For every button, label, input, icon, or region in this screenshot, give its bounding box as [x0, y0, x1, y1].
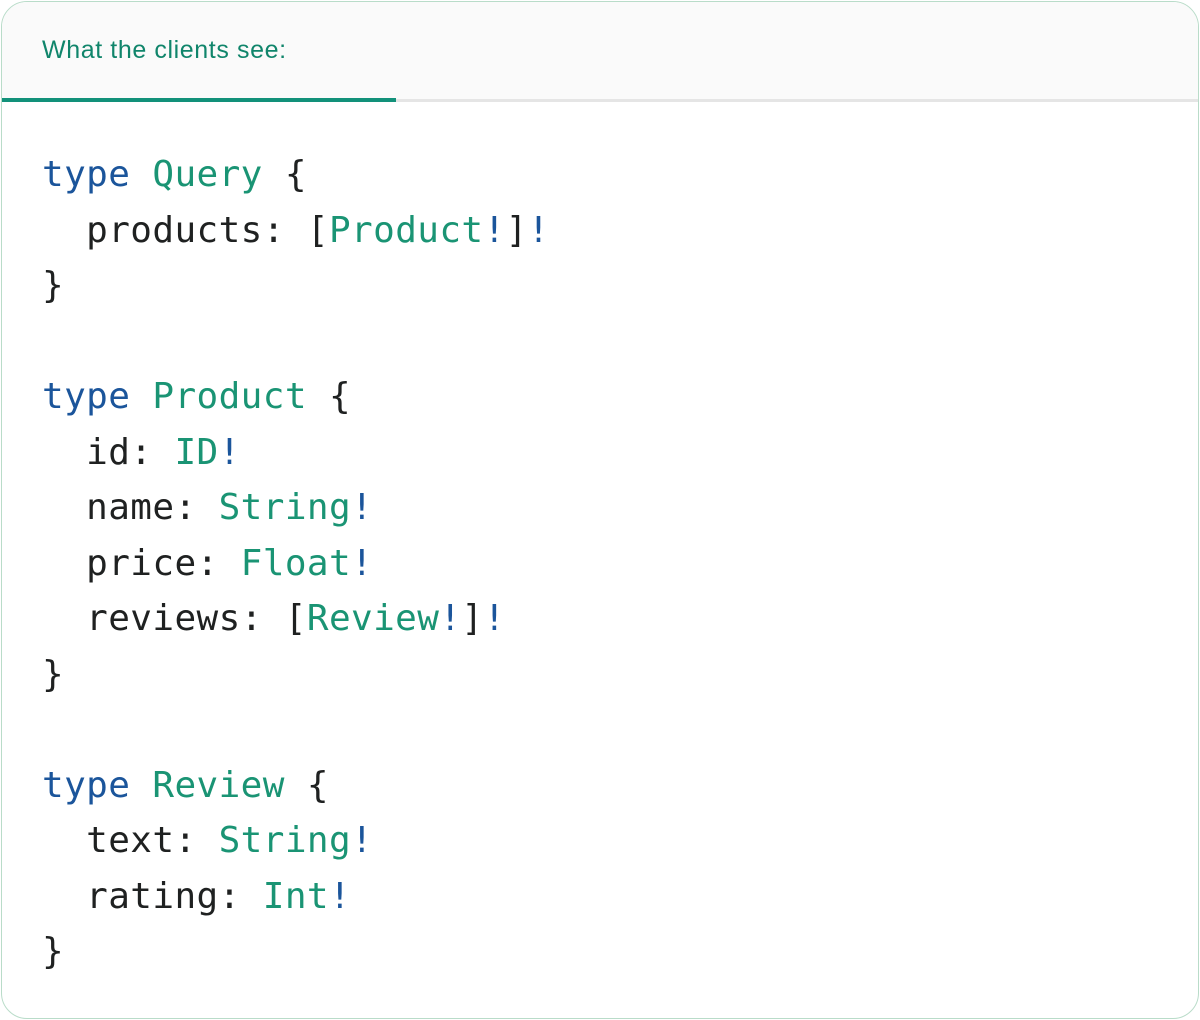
tab-label: What the clients see:	[42, 36, 287, 64]
code-token: !	[351, 542, 374, 584]
code-token: ]	[461, 598, 484, 639]
code-line: type Query {	[42, 147, 1168, 203]
code-token: String	[218, 820, 352, 861]
code-token: !	[439, 598, 462, 639]
code-token	[130, 376, 152, 417]
code-token: type	[42, 764, 131, 806]
code-line: type Review {	[42, 758, 1168, 814]
code-line: products: [Product!]!	[42, 203, 1168, 259]
code-token: !	[483, 598, 506, 639]
code-token: }	[42, 653, 65, 695]
code-token: !	[351, 820, 374, 861]
code-line: reviews: [Review!]!	[42, 591, 1168, 647]
code-token: String	[218, 487, 352, 528]
code-token: Review	[306, 598, 440, 639]
code-token: !	[483, 209, 506, 251]
code-token: id:	[42, 431, 175, 473]
code-token	[130, 765, 152, 806]
graphql-schema-code: type Query { products: [Product!]!}type …	[42, 147, 1168, 980]
code-token: price:	[42, 542, 241, 584]
code-line: type Product {	[42, 369, 1168, 425]
code-token: name:	[42, 487, 219, 528]
code-token: Query	[152, 154, 263, 195]
code-line: price: Float!	[42, 536, 1168, 592]
code-token: Product	[328, 209, 484, 251]
code-token: }	[42, 931, 65, 972]
tab-what-clients-see[interactable]: What the clients see:	[2, 2, 396, 102]
code-line: name: String!	[42, 480, 1168, 536]
code-token: type	[42, 376, 131, 417]
code-line: id: ID!	[42, 425, 1168, 481]
code-token: text:	[42, 820, 219, 861]
code-line	[42, 314, 1168, 370]
code-line: }	[42, 647, 1168, 703]
code-token: ID	[174, 431, 219, 473]
code-line: }	[42, 258, 1168, 314]
code-token: !	[527, 209, 550, 251]
code-token: {	[284, 764, 329, 806]
code-token: {	[262, 154, 307, 195]
code-token: Int	[262, 875, 329, 917]
code-line: }	[42, 924, 1168, 980]
code-token: Review	[152, 764, 285, 806]
code-token	[130, 154, 152, 195]
code-line: rating: Int!	[42, 869, 1168, 925]
code-token: ]	[505, 209, 528, 251]
code-token: type	[42, 154, 131, 195]
code-token: {	[306, 376, 352, 417]
code-line	[42, 702, 1168, 758]
code-token: reviews: [	[42, 598, 307, 639]
code-token: !	[351, 487, 374, 528]
code-token: Product	[152, 376, 307, 417]
code-line: text: String!	[42, 813, 1168, 869]
code-token: }	[42, 265, 65, 306]
code-panel: type Query { products: [Product!]!}type …	[2, 102, 1198, 980]
code-token: !	[328, 875, 352, 917]
code-token: !	[218, 431, 241, 473]
code-token: Float	[240, 542, 352, 584]
code-token: rating:	[42, 875, 263, 917]
tab-bar: What the clients see:	[2, 2, 1198, 102]
code-token: products: [	[42, 209, 329, 251]
